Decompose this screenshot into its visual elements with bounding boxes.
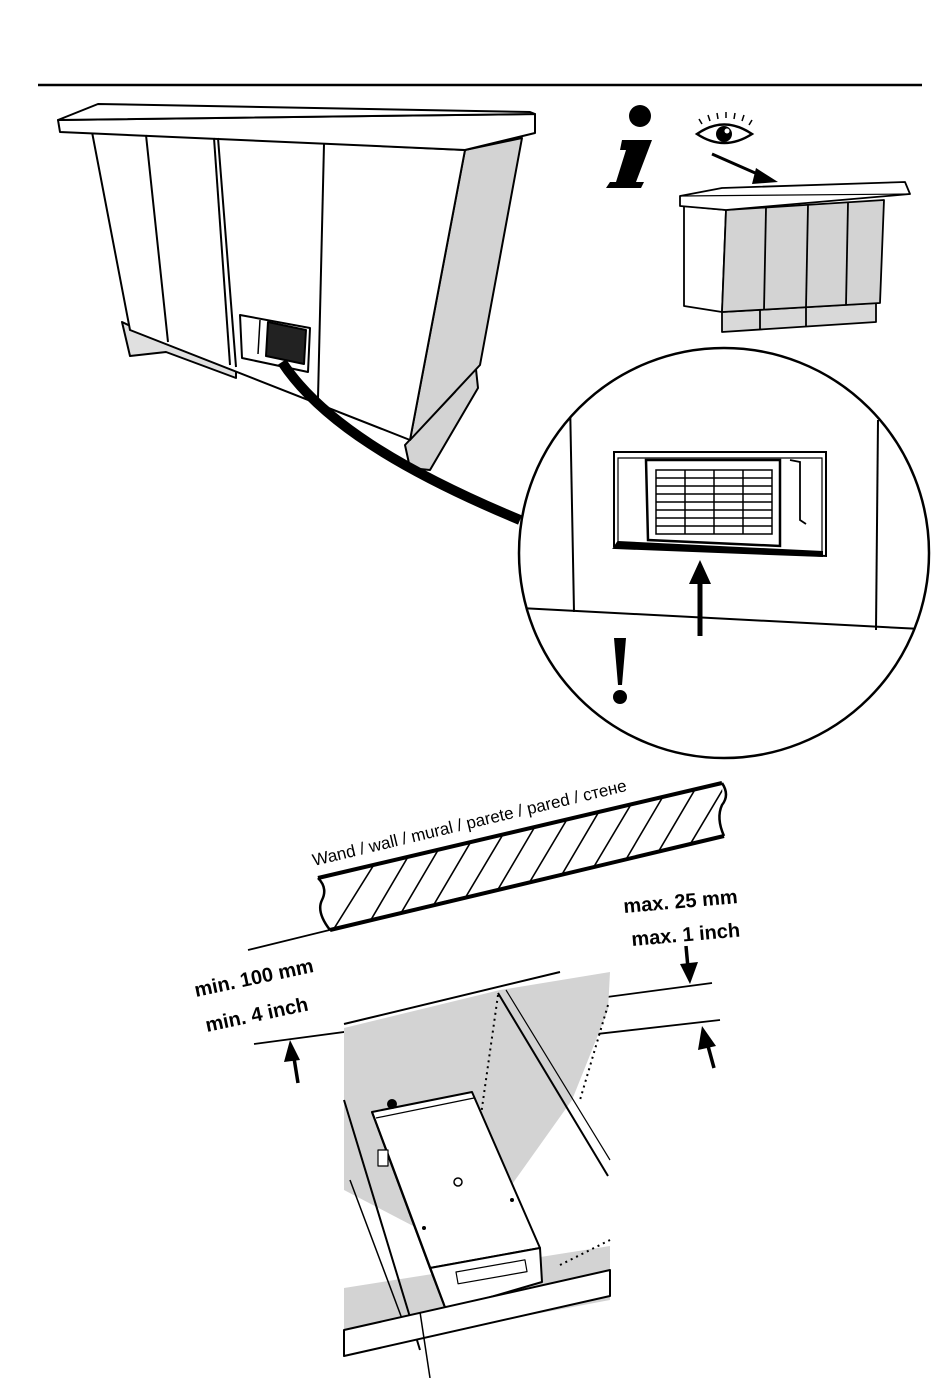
eye-icon [697, 112, 752, 143]
max-distance-arrow-top [680, 946, 698, 984]
view-direction-arrow [712, 154, 778, 184]
info-icon [606, 105, 652, 188]
max-distance-arrow-bottom [698, 1026, 716, 1068]
detail-magnifier [519, 348, 940, 758]
kitchen-cabinet-illustration [58, 104, 535, 470]
min-distance-arrow [284, 1040, 300, 1083]
min-distance-inch-label: min. 4 inch [203, 994, 310, 1037]
max-distance-mm-label: max. 25 mm [623, 886, 739, 918]
small-cabinet-illustration [680, 182, 910, 332]
appliance-installation-view [344, 972, 610, 1378]
